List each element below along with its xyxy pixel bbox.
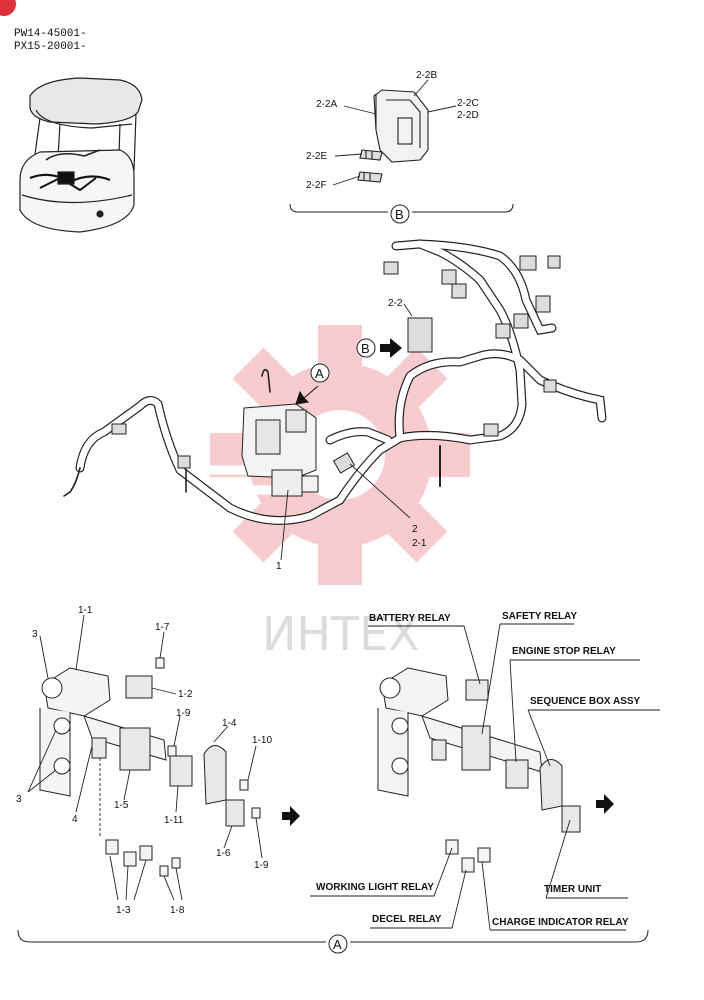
machine-overview-sketch [19,77,143,233]
relay-callout-lines [310,623,660,931]
label-2-2c: 2-2C [457,98,479,109]
relay-label-safety: SAFETY RELAY [502,611,577,622]
relay-label-engine-stop: ENGINE STOP RELAY [512,646,616,657]
label-1-9-top: 1-9 [176,708,191,719]
harness-connectors [111,255,561,474]
label-1-1: 1-1 [78,605,93,616]
view-a-circle [328,934,348,954]
label-1-4: 1-4 [222,718,237,729]
relay-label-charge-indicator: CHARGE INDICATOR RELAY [492,917,629,928]
view-b-letter: B [395,207,404,222]
relay-label-working-light: WORKING LIGHT RELAY [316,882,434,893]
exploded-bracket [39,657,261,877]
label-1-8: 1-8 [170,905,185,916]
view-a-letter: A [333,937,342,952]
label-1-5: 1-5 [114,800,129,811]
view-b-marker [356,338,376,358]
view-a-marker-letter: A [315,366,324,381]
relay-label-decel: DECEL RELAY [372,914,442,925]
label-2-2d: 2-2D [457,110,479,121]
label-2-2a: 2-2A [316,99,337,110]
view-b-connector-box [357,89,429,183]
assembled-bracket [377,667,581,873]
label-1-2: 1-2 [178,689,193,700]
label-1-7: 1-7 [155,622,170,633]
view-a-marker [310,363,330,383]
model-code-2: PX15-20001- [14,41,87,53]
relay-label-timer: TIMER UNIT [544,884,601,895]
relay-bracket-assembly [241,403,319,497]
label-3-side: 3 [16,794,22,805]
relay-label-battery: BATTERY RELAY [369,613,451,624]
label-1-3: 1-3 [116,905,131,916]
view-b-arrow-icon [380,338,402,358]
view-b-leaders [332,79,457,186]
label-2-2: 2-2 [388,298,403,309]
label-2: 2 [412,524,418,535]
watermark-text: ИНТЕХ [262,607,420,661]
view-b-circle [390,204,410,224]
label-2-1: 2-1 [412,538,427,549]
view-b-bracket [289,203,514,213]
view-b-marker-letter: B [361,341,370,356]
label-2-2e: 2-2E [306,151,327,162]
label-1-10: 1-10 [252,735,272,746]
view-a-arrow-icon [295,385,319,405]
label-2-2b: 2-2B [416,70,437,81]
relay-label-sequence-box: SEQUENCE BOX ASSY [530,696,641,707]
exploded-leaders [27,614,263,901]
label-4: 4 [72,814,78,825]
corner-badge [0,0,16,16]
harness-leaders [280,303,413,561]
exploded-arrow-icon [282,806,300,826]
view-a-bracket [17,929,649,943]
label-1: 1 [276,561,282,572]
label-1-9-bottom: 1-9 [254,860,269,871]
label-2-2f: 2-2F [306,180,327,191]
label-1-11: 1-11 [164,815,184,826]
model-code-1: PW14-45001- [14,28,87,40]
label-1-6: 1-6 [216,848,231,859]
label-3-top: 3 [32,629,38,640]
assembled-arrow-icon [596,794,614,814]
